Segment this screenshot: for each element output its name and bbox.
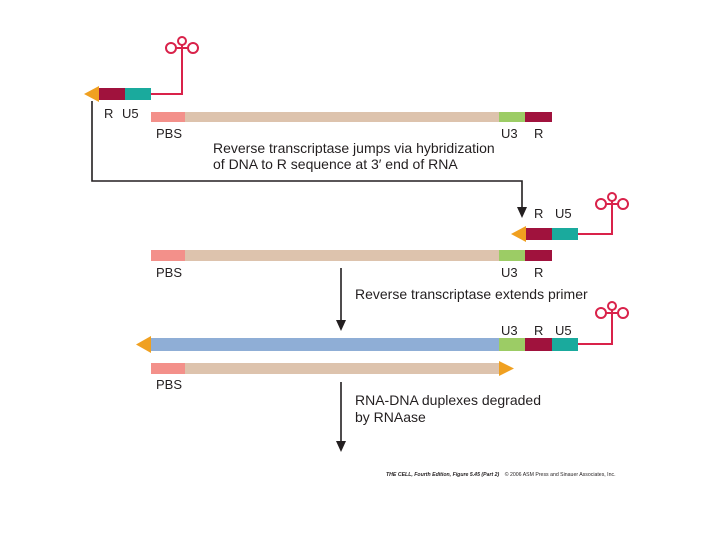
panel-2: R U5 PBS U3 R Reverse transcriptase exte… — [151, 193, 628, 331]
r-segment-2 — [526, 228, 552, 240]
u3-label-3: U3 — [501, 323, 518, 338]
degrade-arrowhead — [336, 441, 346, 452]
trna-primer-2 — [596, 193, 628, 214]
caption-degrade-line1: RNA-DNA duplexes degraded — [355, 392, 541, 408]
figure-credit: THE CELL, Fourth Edition, Figure 5.45 (P… — [386, 471, 616, 478]
u5-segment-2 — [552, 228, 578, 240]
arrowhead-3 — [136, 336, 151, 353]
u5-label-1: U5 — [122, 106, 139, 121]
pbs-label-1: PBS — [156, 126, 182, 141]
u3-label-1: U3 — [501, 126, 518, 141]
trna-primer-1 — [166, 37, 198, 58]
caption-jump-line2: of DNA to R sequence at 3′ end of RNA — [213, 156, 458, 172]
trna-link-1 — [151, 58, 182, 94]
credit-rights: © 2006 ASM Press and Sinauer Associates,… — [505, 471, 616, 478]
trna-link-2 — [578, 214, 612, 234]
u3-segment-1 — [499, 112, 525, 122]
rna-body-1 — [185, 112, 499, 122]
u5-label-3: U5 — [555, 323, 572, 338]
r-label-2: R — [534, 206, 543, 221]
r-rna-label-2: R — [534, 265, 543, 280]
trna-link-3 — [578, 323, 612, 344]
arrowhead-1 — [84, 86, 99, 102]
panel-3: U3 R U5 PBS RNA-DNA duplexes degraded by… — [136, 302, 628, 452]
u5-segment-3 — [552, 338, 578, 351]
u5-label-2: U5 — [555, 206, 572, 221]
extend-arrowhead — [336, 320, 346, 331]
arrowhead-2 — [511, 226, 526, 242]
caption-degrade-line2: by RNAase — [355, 409, 426, 425]
jump-arrowhead — [517, 207, 527, 218]
r-rna-segment-1 — [525, 112, 552, 122]
r-rna-segment-2 — [525, 250, 552, 261]
r-rna-label-1: R — [534, 126, 543, 141]
pbs-segment-3 — [151, 363, 185, 374]
r-segment-3 — [525, 338, 552, 351]
pbs-label-3: PBS — [156, 377, 182, 392]
u5-segment-1 — [125, 88, 151, 100]
pbs-segment-1 — [151, 112, 185, 122]
r-segment-1 — [99, 88, 125, 100]
u3-segment-2 — [499, 250, 525, 261]
pbs-label-2: PBS — [156, 265, 182, 280]
arrowhead-rna-3 — [499, 361, 514, 376]
panel-1: R U5 PBS U3 R Reverse transcriptase jump… — [84, 37, 552, 218]
rna-body-3 — [185, 363, 499, 374]
trna-primer-3 — [596, 302, 628, 323]
caption-jump-line1: Reverse transcriptase jumps via hybridiz… — [213, 140, 495, 156]
caption-extend: Reverse transcriptase extends primer — [355, 286, 588, 302]
u3-label-2: U3 — [501, 265, 518, 280]
r-label-1: R — [104, 106, 113, 121]
rna-body-2 — [185, 250, 499, 261]
pbs-segment-2 — [151, 250, 185, 261]
credit-book: THE CELL, Fourth Edition, Figure 5.45 (P… — [386, 472, 500, 478]
dna-body-3 — [150, 338, 499, 351]
r-label-3: R — [534, 323, 543, 338]
u3-segment-3 — [499, 338, 525, 351]
